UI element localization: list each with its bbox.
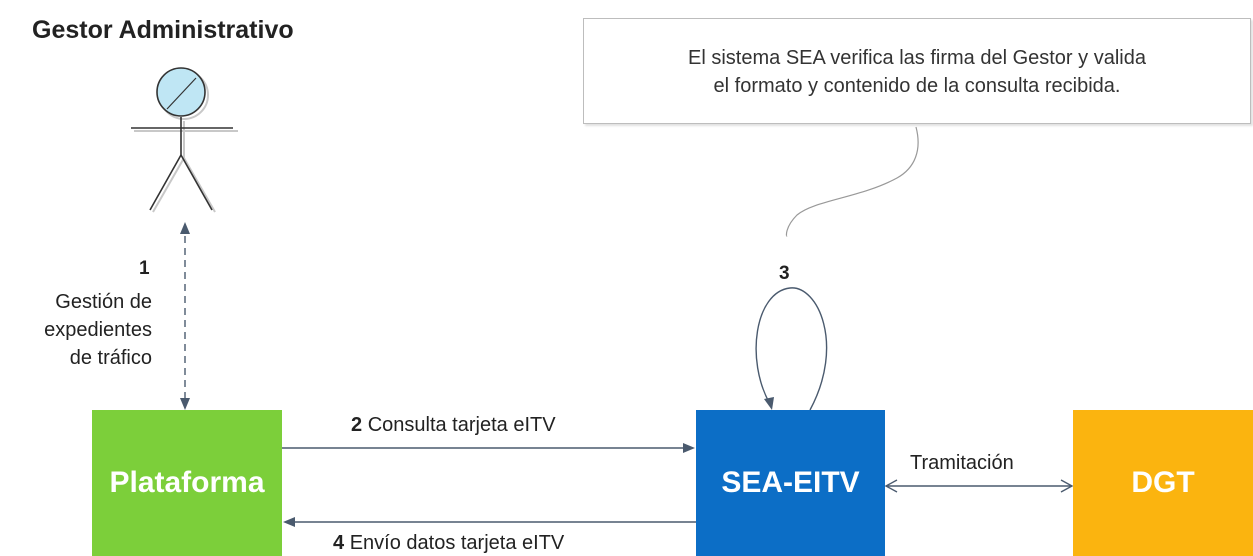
step1-label-line-3: de tráfico — [69, 347, 152, 369]
step1-dashed-arrow — [180, 222, 190, 410]
node-sea-eitv-label: SEA-EITV — [721, 466, 860, 499]
step4-text: Envío datos tarjeta eITV — [349, 532, 565, 554]
step2-label: 2 Consulta tarjeta eITV — [351, 414, 556, 437]
node-sea-eitv: SEA-EITV — [696, 410, 885, 556]
step2-text: Consulta tarjeta eITV — [367, 414, 556, 436]
callout-line-1: El sistema SEA verifica las firma del Ge… — [688, 47, 1146, 69]
step1-label: Gestión de expedientes de tráfico — [44, 288, 152, 372]
step1-label-line-1: Gestión de — [55, 291, 152, 313]
step4-label: 4 Envío datos tarjeta eITV — [333, 532, 564, 555]
tramitacion-arrow — [884, 479, 1074, 493]
step1-number: 1 — [139, 258, 150, 279]
step2-number: 2 — [351, 414, 363, 436]
actor-figure-shadow — [134, 70, 238, 213]
callout-line-2: el formato y contenido de la consulta re… — [713, 75, 1121, 97]
step3-self-loop — [755, 287, 828, 411]
tramitacion-label: Tramitación — [910, 452, 1014, 474]
callout-connector — [785, 126, 919, 237]
node-plataforma-label: Plataforma — [109, 466, 265, 499]
step3-number: 3 — [779, 263, 790, 284]
node-dgt: DGT — [1073, 410, 1253, 556]
step2-arrow — [282, 443, 695, 453]
step4-number: 4 — [333, 532, 345, 554]
step4-arrow — [283, 517, 696, 527]
step1-label-line-2: expedientes — [44, 319, 152, 341]
node-dgt-label: DGT — [1131, 466, 1195, 499]
callout-note: El sistema SEA verifica las firma del Ge… — [583, 18, 1251, 124]
actor-title: Gestor Administrativo — [32, 16, 294, 44]
actor-figure — [131, 67, 233, 211]
node-plataforma: Plataforma — [92, 410, 282, 556]
